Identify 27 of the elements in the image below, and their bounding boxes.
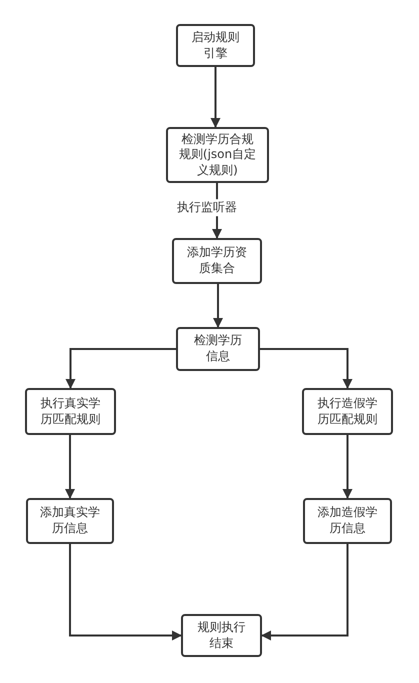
process-box: [302, 388, 393, 435]
node-label: 添加学历资质集合: [187, 245, 247, 277]
node-label: 检测学历信息: [194, 333, 242, 365]
arrow: [342, 435, 352, 499]
arrow: [260, 348, 352, 389]
process-box: [176, 327, 260, 371]
process-box: [25, 388, 116, 435]
arrow: [69, 544, 182, 640]
node-label: 规则执行结束: [198, 620, 246, 652]
node-label: 执行造假学历匹配规则: [318, 396, 378, 428]
arrow: [65, 435, 75, 499]
process-box: [181, 614, 262, 657]
process-box: [26, 498, 114, 544]
node-label: 添加造假学历信息: [318, 505, 378, 537]
node-label: 添加真实学历信息: [40, 505, 100, 537]
arrow: [66, 348, 176, 389]
arrow: [213, 284, 223, 328]
process-box: [172, 238, 262, 284]
process-box: [166, 127, 269, 183]
arrow: [261, 544, 348, 640]
arrow: [210, 67, 220, 128]
process-box: [303, 498, 392, 544]
process-box: [176, 24, 255, 67]
node-label: 启动规则引擎: [192, 30, 240, 62]
edge-label: 执行监听器: [175, 198, 239, 216]
node-label: 检测学历合规规则(json自定义规则): [178, 132, 258, 178]
node-label: 执行真实学历匹配规则: [40, 396, 100, 428]
